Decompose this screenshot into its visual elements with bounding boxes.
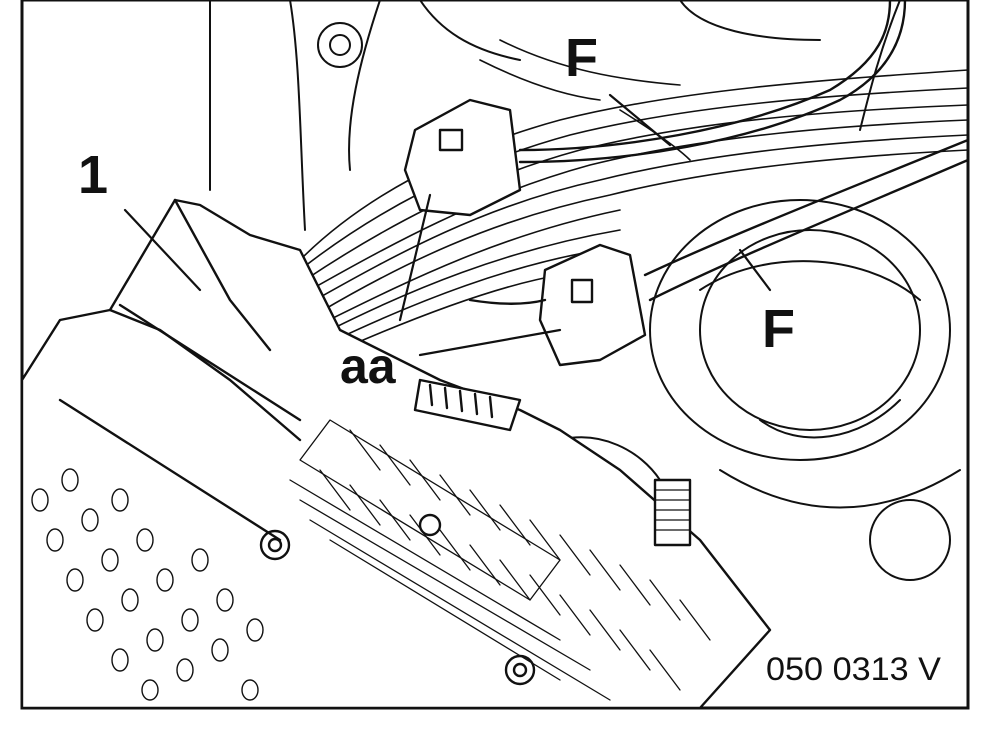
label-f-right: F [762,299,795,359]
background-structure [209,0,961,581]
upper-connector [403,0,907,217]
radio-unit [20,198,772,710]
leader-aa-upper [398,193,432,322]
leader-f-right [738,248,772,292]
label-1: 1 [78,145,108,205]
leader-1 [123,208,202,292]
wire-bundle [299,39,969,351]
leader-lines [123,93,772,357]
label-aa: aa [340,338,397,394]
label-f-top: F [565,28,598,88]
lower-connector [468,138,970,367]
leader-f-top [608,93,672,147]
leader-aa-lower [418,328,562,357]
reference-code: 050 0313 V [766,651,942,687]
